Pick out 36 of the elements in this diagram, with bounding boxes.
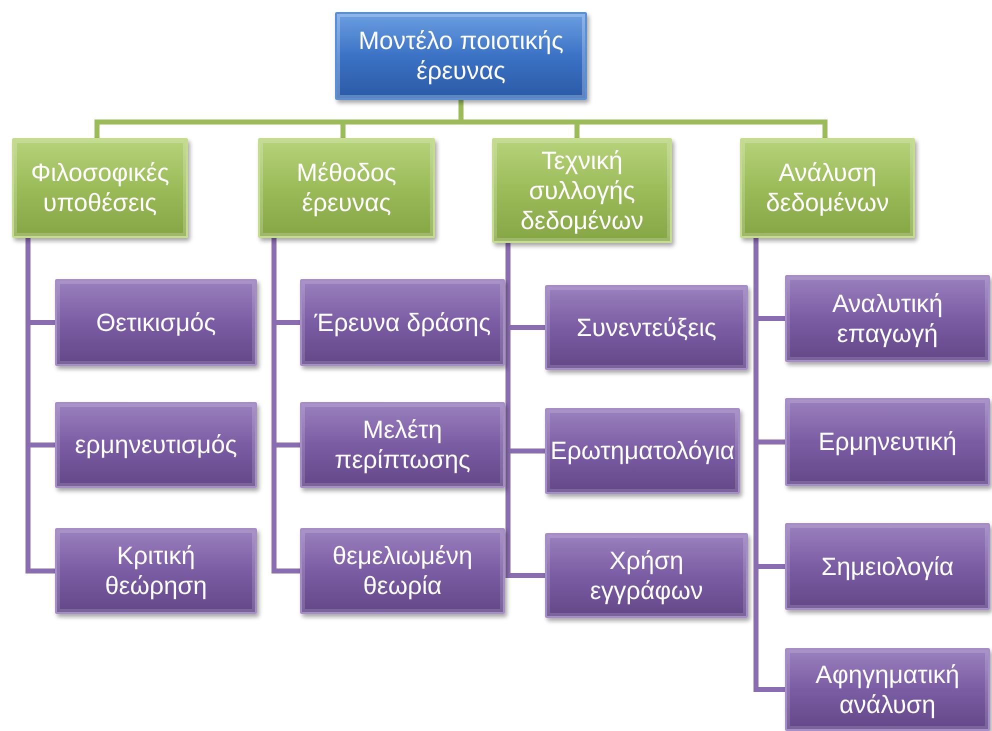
- node-label: Αναλυτική επαγωγή: [831, 288, 944, 348]
- category-box: [258, 138, 435, 238]
- node-label: Ανάλυση δεδομένων: [765, 158, 890, 218]
- item-box: [545, 533, 748, 618]
- item-box: [300, 279, 505, 366]
- item-box: [785, 648, 990, 731]
- node-label: Σημειολογία: [821, 552, 954, 582]
- item-box: [55, 279, 257, 366]
- item-box: [785, 398, 990, 486]
- item-box: [785, 523, 990, 610]
- category-box: [492, 138, 672, 243]
- node-label: Ερμηνευτική: [818, 427, 957, 457]
- node-label: Μελέτη περίπτωσης: [334, 415, 472, 475]
- node-label: Έρευνα δράσης: [314, 308, 491, 338]
- item-box: [300, 402, 505, 488]
- node-label: θεμελιωμένη θεωρία: [331, 541, 474, 601]
- category-box: [12, 138, 188, 238]
- root-box: [335, 12, 587, 100]
- node-label: Ερωτηματολόγια: [550, 436, 735, 466]
- node-label: Μέθοδος έρευνας: [296, 158, 398, 218]
- node-label: Τεχνική συλλογής δεδομένων: [520, 146, 644, 236]
- node-label: Αφηγηματική ανάλυση: [814, 660, 960, 720]
- item-box: [300, 528, 505, 614]
- item-box: [55, 528, 257, 614]
- node-label: Θετικισμός: [96, 308, 216, 338]
- item-box: [785, 275, 990, 362]
- node-label: Χρήση εγγράφων: [588, 546, 704, 606]
- node-label: Κριτική θεώρηση: [104, 541, 208, 601]
- category-box: [740, 138, 915, 238]
- node-label: Φιλοσοφικές υποθέσεις: [30, 158, 170, 218]
- item-box: [545, 285, 748, 370]
- item-box: [55, 402, 257, 488]
- node-label: Συνεντεύξεις: [576, 312, 716, 342]
- node-label: Μοντέλο ποιοτικής έρευνας: [357, 26, 564, 86]
- item-box: [545, 408, 740, 494]
- node-label: ερμηνευτισμός: [74, 430, 238, 460]
